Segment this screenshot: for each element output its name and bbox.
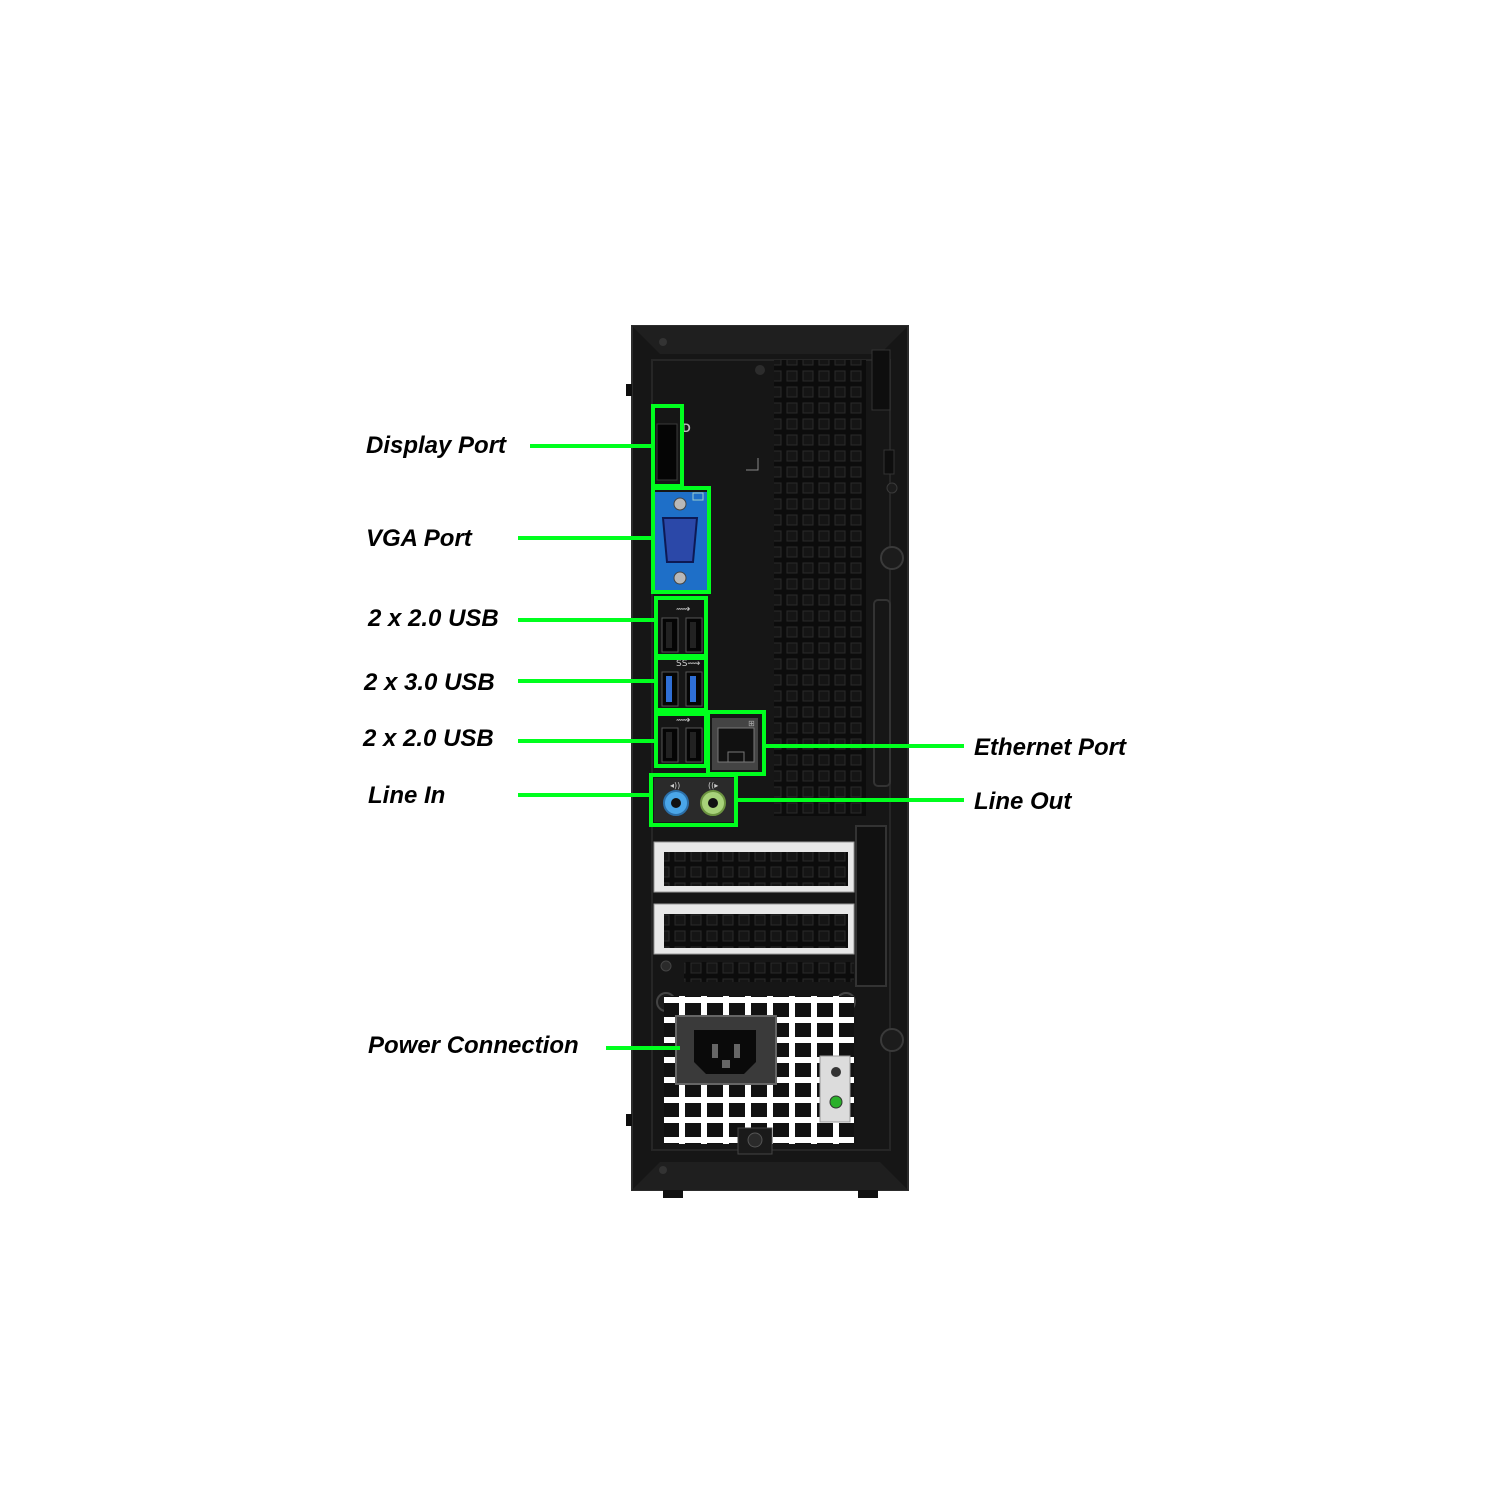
usb-3-ports: SS⟿ [661, 659, 703, 707]
callout-lines [518, 444, 964, 1050]
expansion-slots [653, 825, 887, 987]
audio-icon: ◂)) [670, 781, 680, 790]
network-icon: ⊞ [748, 719, 755, 728]
displayport-logo-icon: D [682, 421, 691, 435]
ethernet-port-label: Ethernet Port [974, 734, 1127, 761]
audio-icon: ((▸ [708, 781, 718, 790]
power-connection-label: Power Connection [368, 1032, 579, 1059]
monitor-icon [692, 492, 704, 501]
usb-3-highlight [654, 656, 708, 712]
usb-2-lower-label: 2 x 2.0 USB [363, 725, 494, 752]
side-rail [871, 349, 904, 1052]
usb-icon: ⟿ [676, 604, 690, 615]
usb-2-upper-label: 2 x 2.0 USB [368, 605, 499, 632]
usb-3-label: 2 x 3.0 USB [364, 669, 495, 696]
line-out-label: Line Out [974, 788, 1072, 815]
usb-2-lower-ports: ⟿ [661, 715, 703, 763]
top-vent-grille [774, 360, 866, 816]
audio-jacks: ◂)) ((▸ [654, 778, 734, 822]
display-port-label: Display Port [366, 432, 507, 459]
ss-usb-icon: SS⟿ [676, 659, 700, 669]
vga-port-label: VGA Port [366, 525, 472, 552]
usb-icon: ⟿ [676, 715, 690, 726]
usb-2-upper-ports: ⟿ [661, 604, 703, 653]
vga-port [655, 492, 707, 590]
power-inlet [694, 1030, 756, 1074]
mark-icon [746, 458, 759, 471]
psu-test-led [829, 1095, 843, 1109]
power-supply [656, 992, 856, 1155]
display-port: D [656, 421, 691, 481]
line-in-label: Line In [368, 782, 446, 809]
ethernet-port: ⊞ [712, 718, 758, 770]
